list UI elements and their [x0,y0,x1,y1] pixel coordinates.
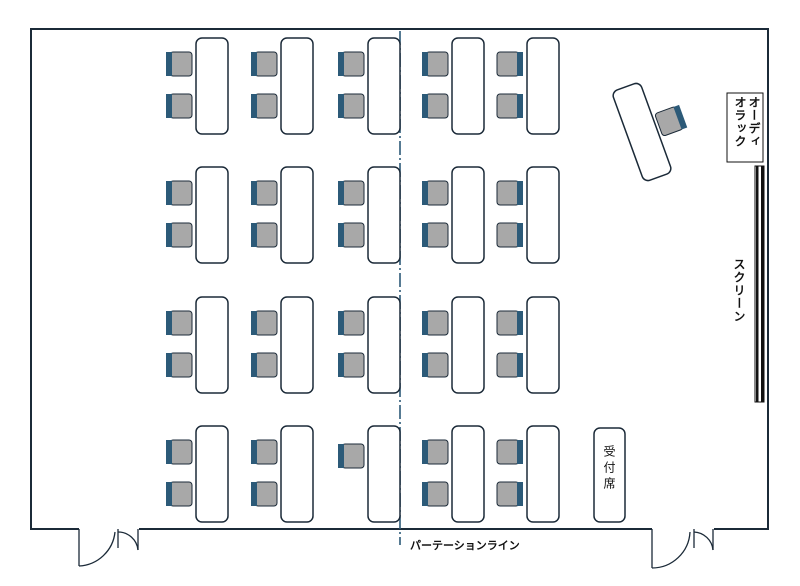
chair [496,51,523,77]
chair [251,51,278,77]
chair [338,51,365,77]
desk [451,425,485,523]
desk [195,296,229,394]
chair [422,51,449,77]
chair [251,352,278,378]
chair [338,180,365,206]
desk [195,425,229,523]
chair [496,310,523,336]
chair [496,352,523,378]
chair [338,310,365,336]
chair [422,481,449,507]
chair [166,180,193,206]
chair [251,310,278,336]
chair [338,222,365,248]
desk [451,37,485,135]
chair [496,481,523,507]
chair [251,439,278,465]
chair [422,439,449,465]
screen-label: スクリーン [732,258,746,323]
desk [367,425,401,523]
screen [754,165,765,403]
desk [280,296,314,394]
reception-label: 受付席 [602,445,616,493]
chair [251,222,278,248]
chair [251,180,278,206]
desk [526,296,560,394]
desk [526,166,560,264]
desk [451,166,485,264]
audio-rack [726,92,764,163]
chair [166,439,193,465]
desk [280,425,314,523]
chair [166,310,193,336]
desk [367,296,401,394]
chair [166,51,193,77]
projector-chair [654,104,688,137]
desk [367,166,401,264]
entrance-door-right [651,529,714,569]
chair [166,352,193,378]
chair [166,222,193,248]
desk [526,425,560,523]
chair [496,222,523,248]
audio-rack-label: オーディオラック [733,96,761,148]
chair [422,222,449,248]
chair [251,93,278,119]
partition-label: パーテーションライン [410,539,520,552]
entrance-door-left [78,529,139,567]
desk [280,166,314,264]
chair [338,93,365,119]
projector-desk [612,82,672,182]
chair [422,310,449,336]
chair [338,352,365,378]
chair [422,180,449,206]
chair [496,180,523,206]
desk [195,166,229,264]
desk [367,37,401,135]
chair [496,439,523,465]
chair [251,481,278,507]
desk [451,296,485,394]
desk [195,37,229,135]
chair [422,352,449,378]
chair [166,481,193,507]
reception-desk [593,427,626,523]
desk [280,37,314,135]
chair [496,93,523,119]
desk [526,37,560,135]
chair [166,93,193,119]
chair [422,93,449,119]
chair [338,443,365,469]
